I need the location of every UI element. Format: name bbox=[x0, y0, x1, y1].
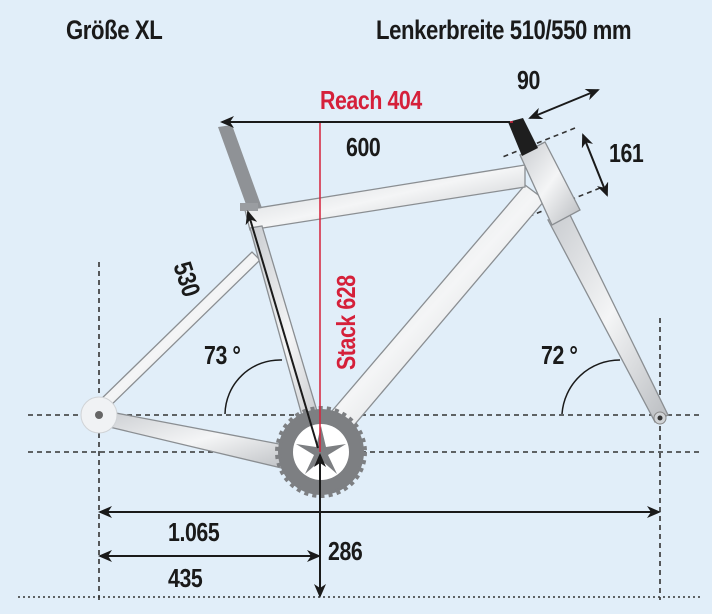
chainstay-label: 435 bbox=[168, 563, 203, 593]
wheelbase-label: 1.065 bbox=[168, 517, 220, 547]
handlebar-width-label: Lenkerbreite 510/550 mm bbox=[376, 15, 632, 45]
stem bbox=[508, 118, 538, 156]
stack-label: Stack 628 bbox=[331, 275, 361, 370]
stem-length-label: 90 bbox=[517, 65, 540, 95]
head-tube-label: 161 bbox=[609, 138, 644, 168]
top-tube-label: 600 bbox=[346, 132, 381, 162]
head-angle-arc bbox=[561, 359, 621, 415]
seat-angle-label: 73 ° bbox=[204, 340, 241, 370]
seat-tube-arrow bbox=[245, 210, 319, 449]
chain-stay bbox=[99, 409, 301, 471]
reach-label: Reach 404 bbox=[320, 85, 422, 115]
head-angle-label: 72 ° bbox=[541, 340, 578, 370]
chainring bbox=[275, 406, 367, 498]
bb-height-label: 286 bbox=[328, 536, 363, 566]
stem-arrow bbox=[528, 89, 600, 119]
seat-angle-arc bbox=[224, 359, 283, 415]
size-label: Größe XL bbox=[66, 15, 163, 45]
bike-frame bbox=[95, 141, 669, 471]
seat-clamp bbox=[240, 203, 258, 211]
head-tube-arrow bbox=[581, 133, 609, 197]
seat-post bbox=[218, 125, 262, 210]
top-tube bbox=[244, 164, 526, 231]
fork bbox=[547, 214, 669, 423]
